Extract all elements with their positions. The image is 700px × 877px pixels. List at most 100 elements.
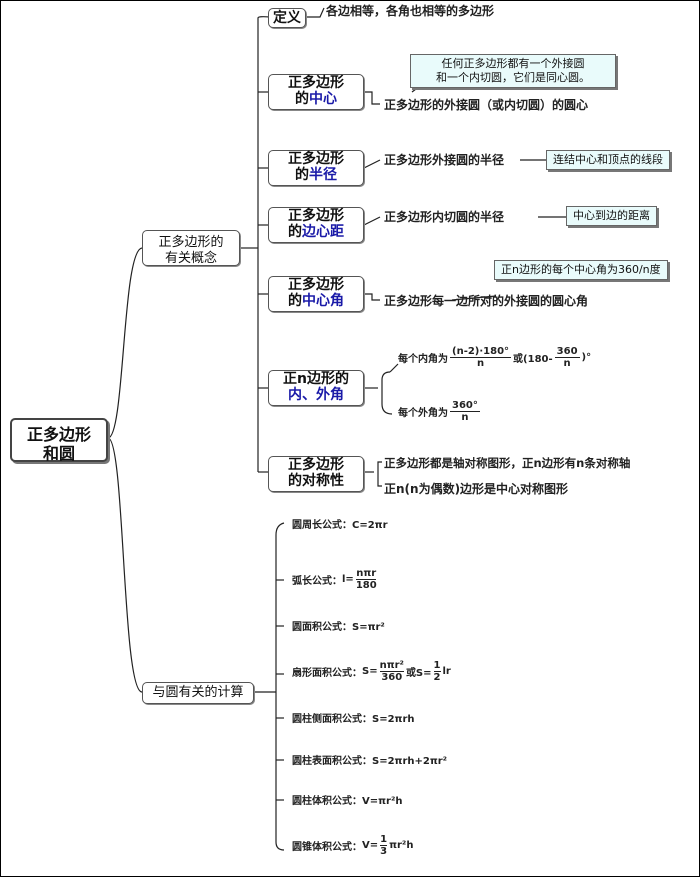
cylinder-lateral-label: 圆柱侧面积公式： — [292, 714, 372, 725]
interior-angle-denominator: n — [476, 358, 485, 369]
sector-area-numerator: nπr² — [379, 660, 404, 672]
center-node: 正多边形 的中心 — [268, 74, 364, 110]
sector-area-mid: 或S= — [405, 668, 432, 679]
circle-area-formula: 圆面积公式：S=πr² — [292, 618, 385, 633]
cone-volume-prefix: V= — [362, 840, 379, 851]
sector-area-suffix: lr — [442, 666, 451, 677]
sector-area-label: 扇形面积公式： — [292, 668, 362, 679]
concepts-line2: 有关概念 — [164, 251, 217, 266]
cylinder-surface-value: S=2πrh+2πr² — [372, 756, 448, 767]
definition-text: 各边相等，各角也相等的多边形 — [326, 4, 495, 18]
center-line2: 的中心 — [295, 91, 337, 107]
interior-angle-denominator2: n — [563, 358, 571, 369]
apothem-highlight: 边心距 — [302, 224, 344, 240]
concepts-line1: 正多边形的 — [158, 235, 224, 250]
cylinder-lateral-value: S=2πrh — [372, 714, 415, 725]
symmetry-text2: 正n(n为偶数)边形是中心对称图形 — [384, 482, 569, 496]
calculations-label: 与圆有关的计算 — [152, 685, 244, 700]
center-note-line1: 任何正多边形都有一个外接圆 — [441, 57, 585, 70]
cylinder-volume-value: V=πr²h — [362, 796, 403, 807]
central-angle-highlight: 中心角 — [302, 293, 344, 309]
interior-angle-suffix: )° — [581, 352, 592, 363]
radius-text: 正多边形外接圆的半径 — [384, 153, 505, 167]
cylinder-volume-formula: 圆柱体积公式：V=πr²h — [292, 792, 402, 807]
definition-node: 定义 — [268, 8, 306, 28]
angles-node: 正n边形的 内、外角 — [268, 370, 364, 406]
central-angle-node: 正多边形 的中心角 — [268, 276, 364, 312]
sector-area-fraction: nπr² 360 — [379, 660, 404, 683]
central-angle-line1: 正多边形 — [288, 277, 344, 293]
interior-angle-fraction2: 360 n — [554, 346, 580, 369]
center-highlight: 中心 — [309, 91, 337, 107]
interior-angle-numerator2: 360 — [554, 346, 580, 358]
central-angle-text: 正多边形每一边所对的外接圆的圆心角 — [384, 294, 589, 308]
apothem-note: 中心到边的距离 — [566, 206, 657, 226]
circumference-label: 圆周长公式： — [292, 520, 352, 531]
symmetry-node: 正多边形 的对称性 — [268, 456, 364, 492]
arc-length-prefix: l= — [342, 574, 354, 585]
arc-length-numerator: nπr — [356, 568, 377, 580]
symmetry-text1: 正多边形都是轴对称图形，正n边形有n条对称轴 — [384, 456, 631, 470]
sector-area-numerator2: 1 — [433, 660, 441, 672]
sector-area-fraction2: 1 2 — [433, 660, 441, 683]
cone-volume-numerator: 1 — [380, 834, 388, 846]
root-line2: 和圆 — [42, 444, 75, 463]
angles-line1: 正n边形的 — [283, 371, 349, 387]
sector-area-prefix: S= — [362, 666, 378, 677]
interior-angle-formula: 每个内角为 (n-2)·180° n 或(180- 360 n )° — [398, 346, 591, 369]
apothem-line2: 的边心距 — [288, 224, 344, 240]
center-line1: 正多边形 — [288, 75, 344, 91]
arc-length-denominator: 180 — [355, 580, 377, 591]
radius-highlight: 半径 — [309, 167, 337, 183]
exterior-angle-numerator: 360° — [450, 400, 480, 412]
radius-note: 连结中心和顶点的线段 — [546, 150, 670, 170]
exterior-angle-prefix: 每个外角为 — [398, 408, 448, 419]
symmetry-line1: 正多边形 — [288, 457, 344, 473]
radius-line2: 的半径 — [295, 167, 337, 183]
sector-area-denominator2: 2 — [433, 672, 441, 683]
interior-angle-mid: 或(180- — [513, 354, 553, 365]
apothem-node: 正多边形 的边心距 — [268, 207, 364, 243]
arc-length-formula: 弧长公式： l= nπr 180 — [292, 568, 377, 591]
apothem-line1: 正多边形 — [288, 208, 344, 224]
cone-volume-formula: 圆锥体积公式： V= 1 3 πr²h — [292, 834, 413, 857]
exterior-angle-denominator: n — [461, 412, 469, 423]
exterior-angle-formula: 每个外角为 360° n — [398, 400, 482, 423]
root-line1: 正多边形 — [26, 425, 91, 444]
interior-angle-fraction: (n-2)·180° n — [450, 346, 512, 369]
root-node: 正多边形 和圆 — [10, 418, 108, 463]
center-note: 任何正多边形都有一个外接圆 和一个内切圆，它们是同心圆。 — [410, 54, 616, 88]
sector-area-denominator: 360 — [381, 672, 403, 683]
interior-angle-prefix: 每个内角为 — [398, 354, 448, 365]
cylinder-surface-label: 圆柱表面积公式： — [292, 756, 372, 767]
cone-volume-suffix: πr²h — [389, 840, 414, 851]
arc-length-fraction: nπr 180 — [356, 568, 377, 591]
radius-node: 正多边形 的半径 — [268, 150, 364, 186]
circle-area-label: 圆面积公式： — [292, 622, 352, 633]
circumference-value: C=2πr — [352, 520, 388, 531]
center-note-line2: 和一个内切圆，它们是同心圆。 — [436, 71, 590, 84]
exterior-angle-fraction: 360° n — [450, 400, 480, 423]
cone-volume-denominator: 3 — [380, 846, 388, 857]
cone-volume-label: 圆锥体积公式： — [292, 842, 362, 853]
cylinder-surface-formula: 圆柱表面积公式：S=2πrh+2πr² — [292, 752, 447, 767]
symmetry-line2: 的对称性 — [288, 473, 344, 489]
central-angle-line2: 的中心角 — [288, 293, 344, 309]
circle-area-value: S=πr² — [352, 622, 385, 633]
radius-line1: 正多边形 — [288, 151, 344, 167]
arc-length-label: 弧长公式： — [292, 576, 342, 587]
circumference-formula: 圆周长公式：C=2πr — [292, 516, 388, 531]
central-angle-note: 正n边形的每个中心角为360/n度 — [494, 260, 668, 280]
apothem-text: 正多边形内切圆的半径 — [384, 210, 505, 224]
sector-area-formula: 扇形面积公式： S= nπr² 360 或S= 1 2 lr — [292, 660, 451, 683]
concepts-node: 正多边形的 有关概念 — [142, 230, 240, 266]
calculations-node: 与圆有关的计算 — [142, 682, 254, 704]
cone-volume-fraction: 1 3 — [380, 834, 388, 857]
definition-label: 定义 — [273, 10, 301, 26]
cylinder-lateral-formula: 圆柱侧面积公式：S=2πrh — [292, 710, 415, 725]
center-text: 正多边形的外接圆（或内切圆）的圆心 — [384, 98, 589, 112]
interior-angle-numerator: (n-2)·180° — [450, 346, 512, 358]
angles-line2: 内、外角 — [288, 387, 344, 403]
cylinder-volume-label: 圆柱体积公式： — [292, 796, 362, 807]
